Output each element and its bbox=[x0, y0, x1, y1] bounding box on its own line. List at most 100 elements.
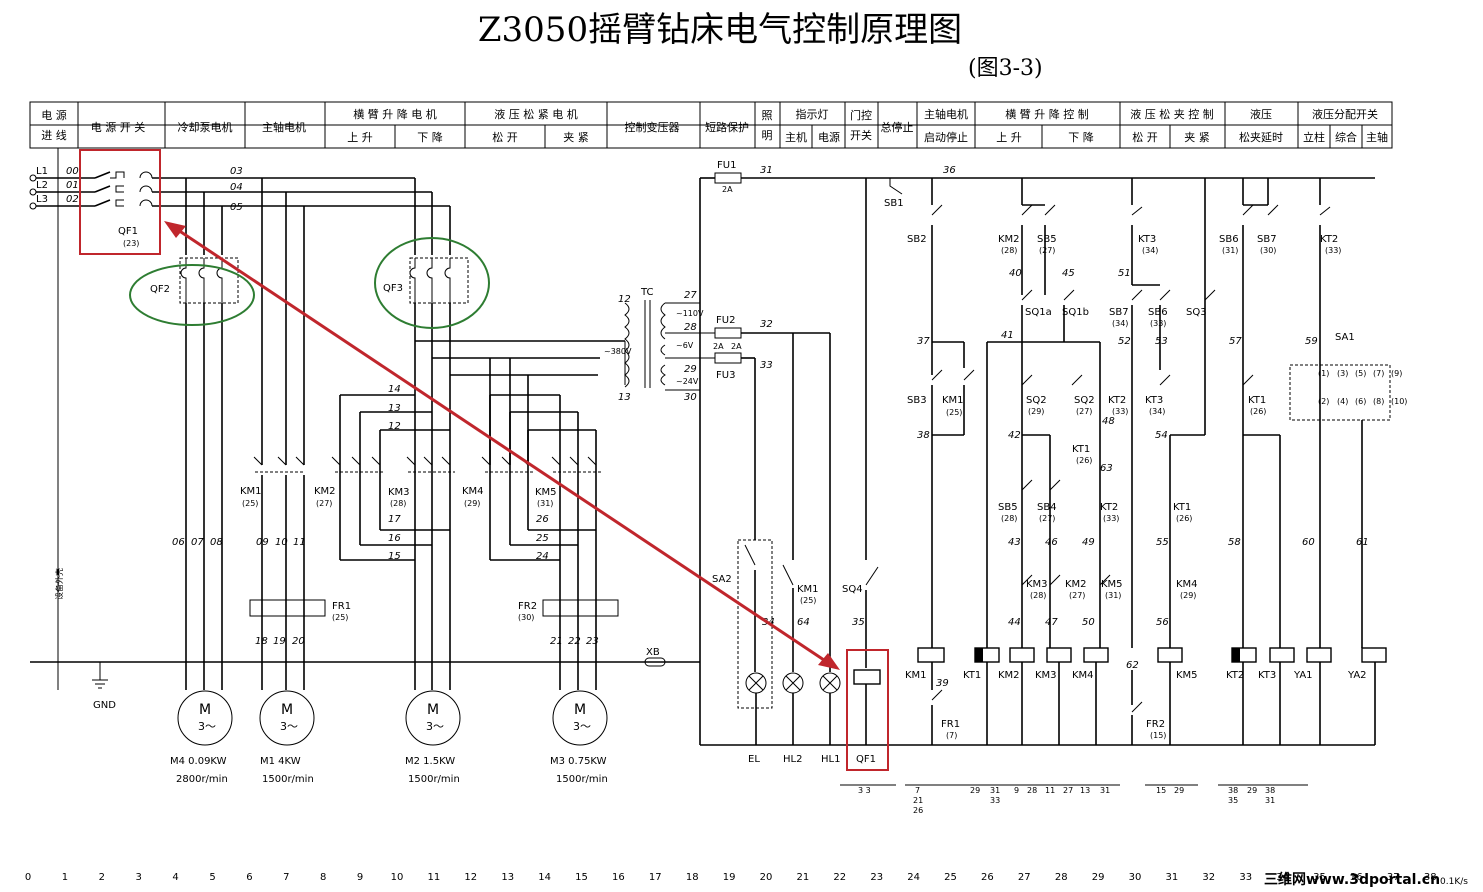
axis-number-34: 34 bbox=[1276, 872, 1289, 883]
qf3-circle bbox=[374, 237, 490, 329]
wire-38: 38 bbox=[917, 430, 930, 441]
kt2-ctl-a-label: KT2 bbox=[1108, 395, 1126, 406]
sa1-pos5: (5) bbox=[1355, 369, 1366, 378]
axis-number-33: 33 bbox=[1239, 872, 1252, 883]
wire-37: 37 bbox=[917, 336, 930, 347]
xref-kt2-b: 29 bbox=[1174, 786, 1184, 795]
km5-ctl-label: KM5 bbox=[1101, 579, 1123, 590]
xref-kt3-c: 29 bbox=[1247, 786, 1257, 795]
gnd-label: GND bbox=[93, 700, 116, 711]
axis-number-38: 38 bbox=[1424, 872, 1437, 883]
fu2-rating: 2A bbox=[713, 342, 724, 351]
hdr-start-stop: 启动停止 bbox=[924, 130, 968, 144]
axis-number-36: 36 bbox=[1350, 872, 1363, 883]
xref-km3-b: 11 bbox=[1045, 786, 1055, 795]
kt2-ctl-b-ref: (33) bbox=[1103, 514, 1119, 523]
ground-line-label: 设备外壳 bbox=[54, 568, 64, 600]
motor-M3-speed: 1500r/min bbox=[556, 774, 608, 785]
el-label: EL bbox=[748, 754, 760, 765]
xref-kt1-a: 29 bbox=[970, 786, 980, 795]
fu3-rating: 2A bbox=[731, 342, 742, 351]
wire-61: 61 bbox=[1356, 537, 1369, 548]
motor-M1: M 3～ M1 4KW 1500r/min bbox=[259, 690, 315, 785]
corner-text: 0.1K/s bbox=[1440, 877, 1468, 887]
sb1-label: SB1 bbox=[884, 198, 904, 209]
motor-M1-symbol: M bbox=[281, 702, 293, 718]
wire-12: 12 bbox=[388, 421, 401, 432]
km4-power-ref: (29) bbox=[464, 499, 480, 508]
xref-km5: 31 bbox=[1100, 786, 1110, 795]
axis-number-18: 18 bbox=[686, 872, 699, 883]
sb5-ref: (27) bbox=[1039, 246, 1055, 255]
sb7-ctl-ref: (34) bbox=[1112, 319, 1128, 328]
axis-number-8: 8 bbox=[320, 872, 326, 883]
hdr-indicator: 指示灯 bbox=[796, 107, 829, 121]
km4-ctl-label: KM4 bbox=[1176, 579, 1198, 590]
wire-27: 27 bbox=[684, 290, 697, 301]
xref-kt3-e: 31 bbox=[1265, 796, 1275, 805]
wire-02: 02 bbox=[66, 194, 79, 205]
coil-km5-label: KM5 bbox=[1176, 670, 1198, 681]
wire-42: 42 bbox=[1008, 430, 1021, 441]
wire-03: 03 bbox=[230, 166, 243, 177]
km1-power-ref: (25) bbox=[242, 499, 258, 508]
hdr-spindle-motor: 主轴电机 bbox=[262, 120, 306, 134]
wire-t12: 12 bbox=[618, 294, 631, 305]
annotation-arrow-head-start bbox=[164, 221, 186, 238]
motor-M2-speed: 1500r/min bbox=[408, 774, 460, 785]
sq2a-label: SQ2 bbox=[1026, 395, 1047, 406]
wire-20: 20 bbox=[292, 636, 305, 647]
wire-53: 53 bbox=[1155, 336, 1168, 347]
hdr-short-protect: 短路保护 bbox=[705, 120, 749, 134]
axis-number-7: 7 bbox=[283, 872, 289, 883]
sb6-label: SB6 bbox=[1219, 234, 1239, 245]
coil-kt2-label: KT2 bbox=[1226, 670, 1244, 681]
axis-number-35: 35 bbox=[1313, 872, 1326, 883]
hdr-ctl-down: 下 降 bbox=[1068, 130, 1094, 144]
watermark: 三维网www.3dportal.cn bbox=[1264, 871, 1440, 888]
axis-number-13: 13 bbox=[501, 872, 514, 883]
kt3-ctl-ref: (34) bbox=[1142, 246, 1158, 255]
sa1-pos2: (2) bbox=[1318, 397, 1329, 406]
kt1-ctl-c-label: KT1 bbox=[1248, 395, 1266, 406]
wire-01: 01 bbox=[66, 180, 79, 191]
km2-ctl-ref: (27) bbox=[1069, 591, 1085, 600]
sq2b-label: SQ2 bbox=[1074, 395, 1095, 406]
sb2-label: SB2 bbox=[907, 234, 927, 245]
qf2-circle bbox=[129, 264, 255, 326]
wire-40: 40 bbox=[1009, 268, 1022, 279]
hdr-spindle-ctl: 主轴电机 bbox=[924, 107, 968, 121]
km1-aux-label: KM1 bbox=[797, 584, 819, 595]
annotation-arrow-head-end bbox=[818, 653, 840, 670]
wire-31: 31 bbox=[760, 165, 773, 176]
kt2-ctl-b-label: KT2 bbox=[1100, 502, 1118, 513]
xref-kt1-b: 31 bbox=[990, 786, 1000, 795]
wire-39: 39 bbox=[936, 678, 949, 689]
sb4b-ref: (27) bbox=[1039, 514, 1055, 523]
wire-54: 54 bbox=[1155, 430, 1168, 441]
wire-15: 15 bbox=[388, 551, 401, 562]
hdr-column: 立柱 bbox=[1303, 130, 1325, 144]
hdr-lighting-a: 照 bbox=[762, 109, 773, 122]
wire-55: 55 bbox=[1156, 537, 1169, 548]
motors: M 3～ M4 0.09KW 2800r/min M 3～ M1 4KW 150… bbox=[170, 690, 608, 785]
xref-km2: 9 bbox=[1014, 786, 1019, 795]
sq2a-ref: (29) bbox=[1028, 407, 1044, 416]
motor-M4-symbol: M bbox=[199, 702, 211, 718]
axis-number-24: 24 bbox=[907, 872, 920, 883]
axis-number-26: 26 bbox=[981, 872, 994, 883]
axis-number-25: 25 bbox=[944, 872, 957, 883]
sa1-pos7: (7) bbox=[1373, 369, 1384, 378]
sa1-pos6: (6) bbox=[1355, 397, 1366, 406]
wire-36: 36 bbox=[943, 165, 956, 176]
wire-56: 56 bbox=[1156, 617, 1169, 628]
xref-km4-a: 27 bbox=[1063, 786, 1073, 795]
km4-power-label: KM4 bbox=[462, 486, 484, 497]
line-L2: L2 bbox=[36, 180, 48, 191]
v110-label: ~110V bbox=[676, 309, 704, 318]
sb4-label: KM2 bbox=[998, 234, 1020, 245]
hdr-door-a: 门控 bbox=[850, 108, 872, 122]
hdr-lighting-b: 明 bbox=[762, 129, 773, 142]
line-L1: L1 bbox=[36, 166, 48, 177]
sb6-ref: (31) bbox=[1222, 246, 1238, 255]
